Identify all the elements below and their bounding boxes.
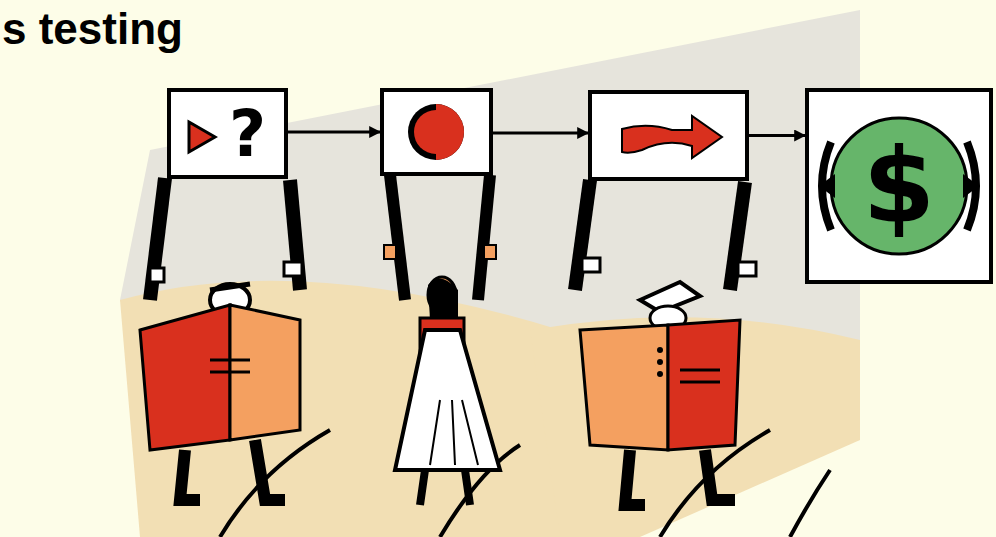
flow-arrow <box>749 134 805 137</box>
slide-title: s testing <box>2 4 183 54</box>
sign-symbol: ? <box>229 102 266 166</box>
sign-icon <box>592 94 745 177</box>
ground-shape <box>530 317 860 537</box>
sign-board: ? <box>167 88 288 179</box>
sign-icon <box>384 92 489 172</box>
sign-board <box>380 88 493 176</box>
person-figure <box>140 178 302 500</box>
road-line <box>220 430 330 537</box>
road-line <box>790 470 830 537</box>
sign-symbol: $ <box>863 134 935 238</box>
flow-arrow <box>288 131 380 134</box>
person-figure <box>384 175 500 505</box>
sign-board <box>588 90 749 181</box>
dollar-sign-board: $ <box>805 88 993 284</box>
person-figure <box>575 180 756 505</box>
flow-arrow <box>493 132 588 135</box>
sign-icon <box>171 92 284 175</box>
